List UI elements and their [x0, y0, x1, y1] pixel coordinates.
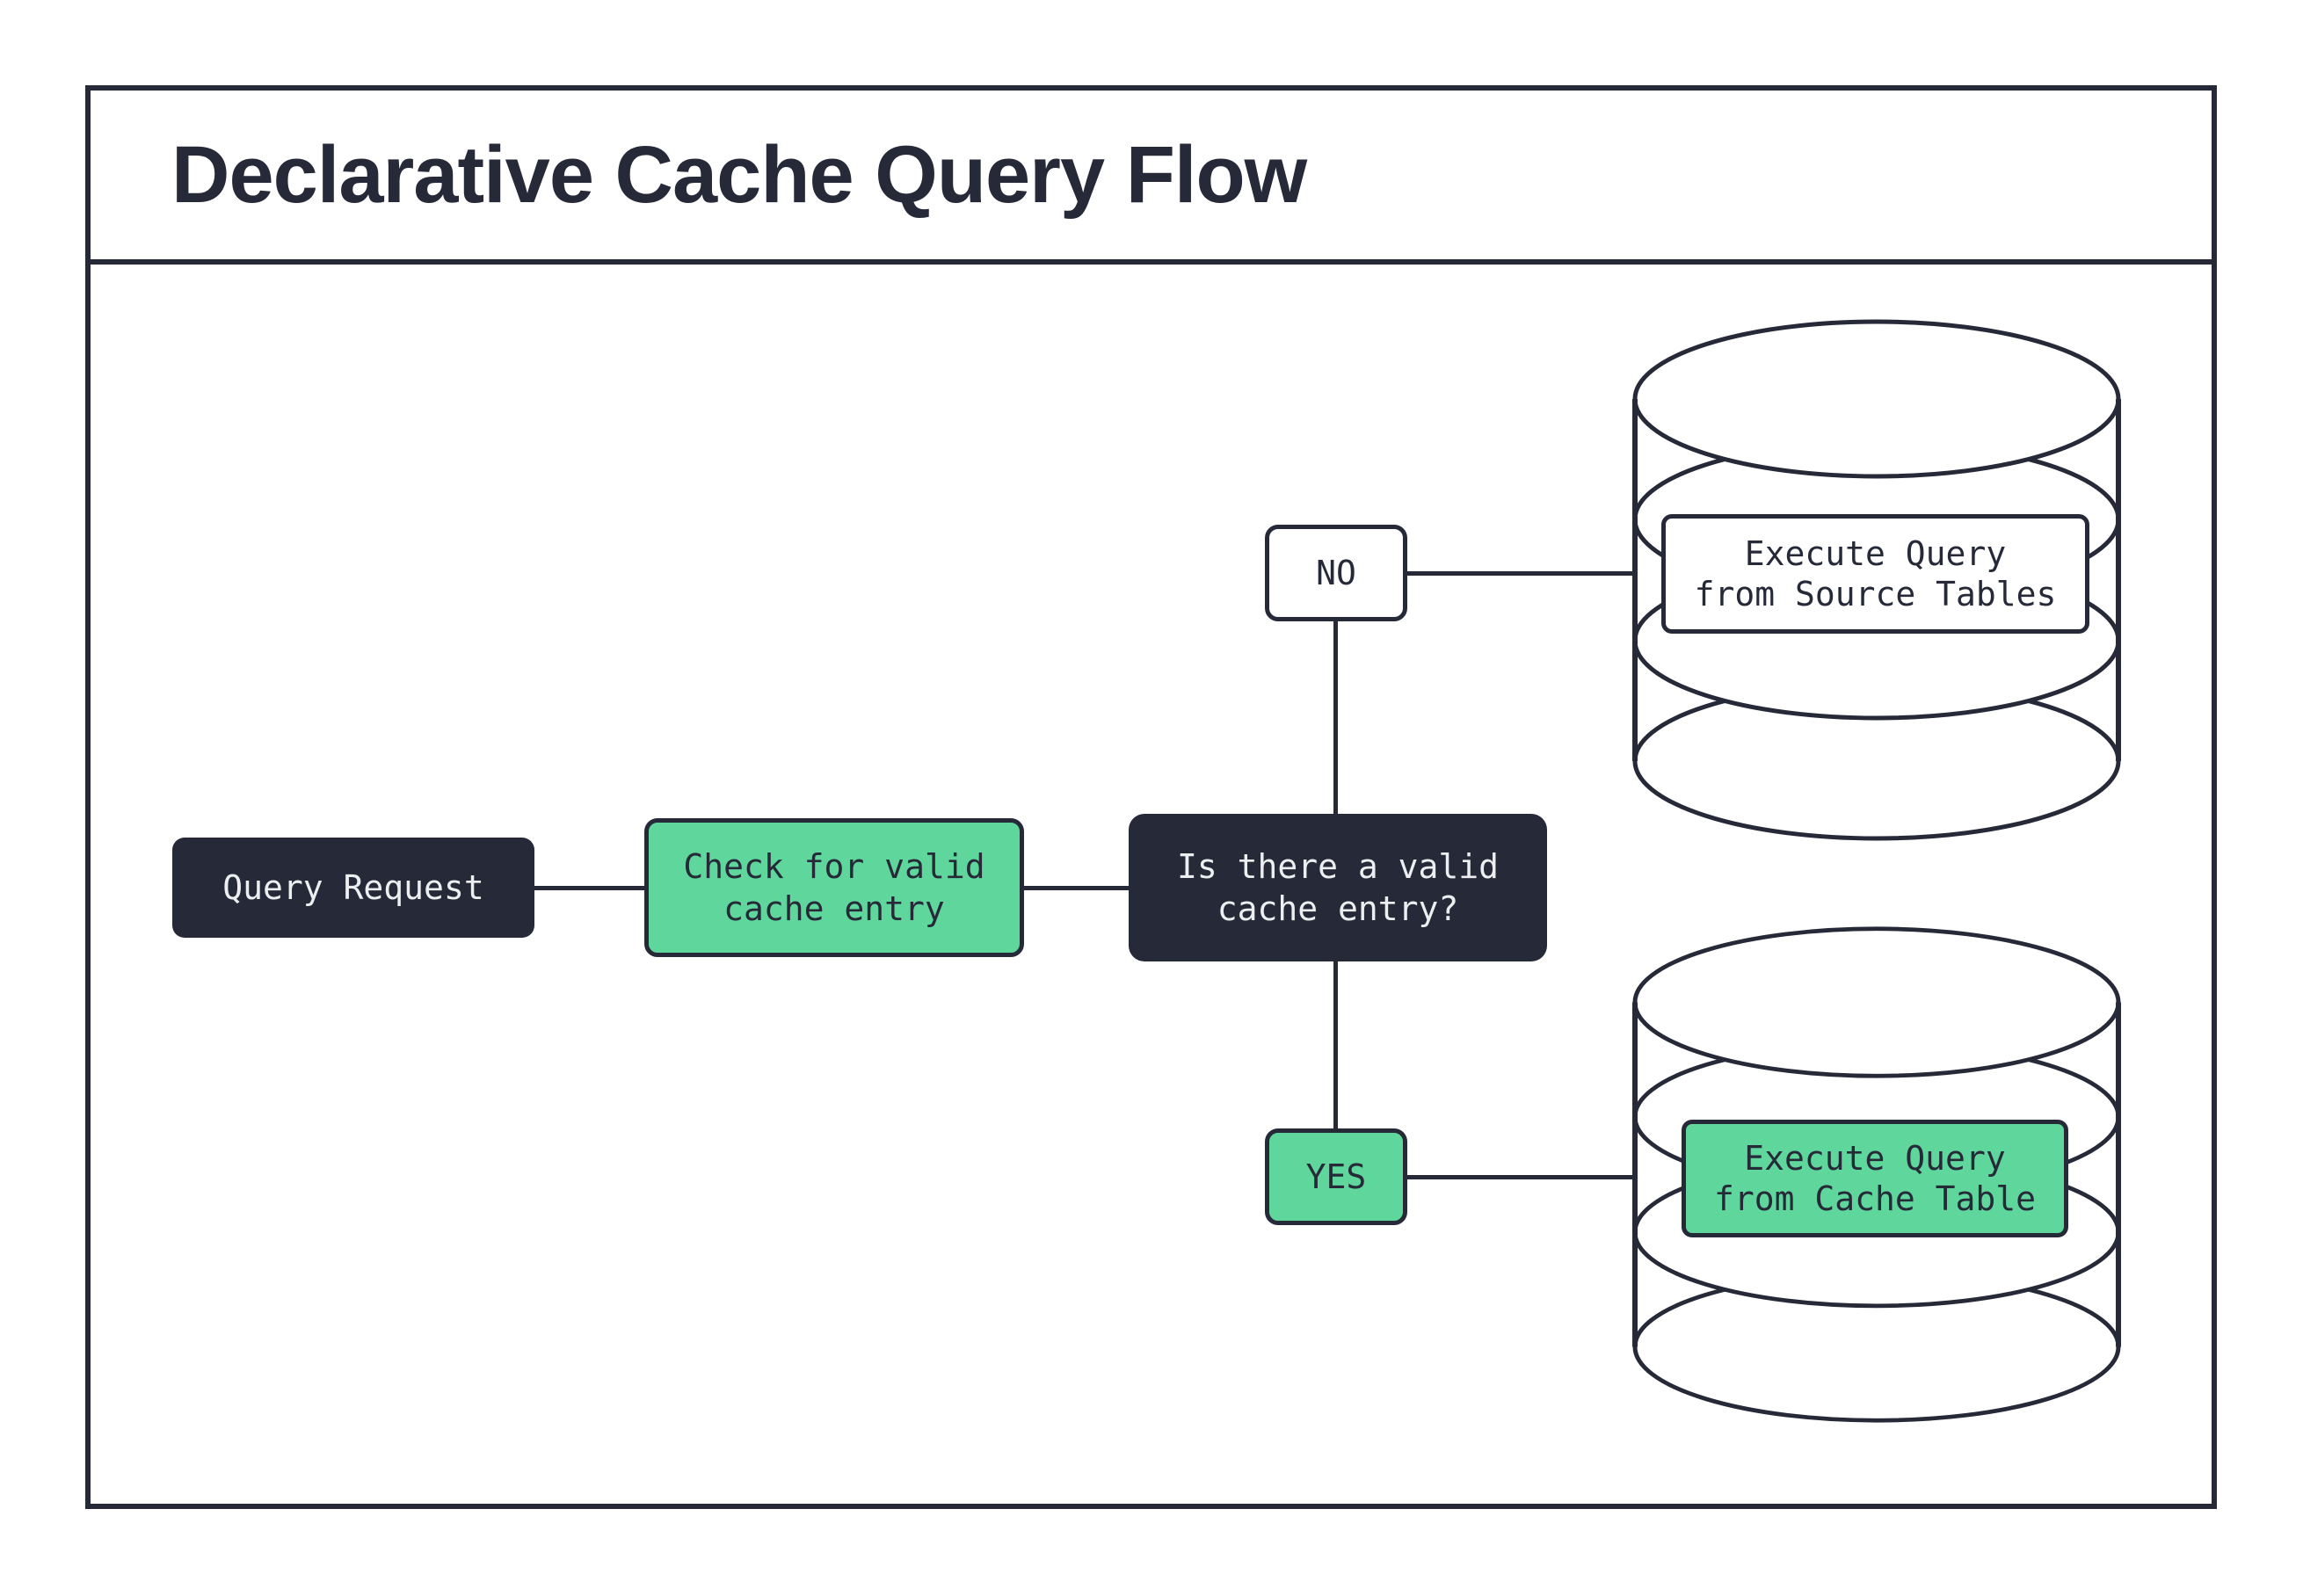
branch-label-yes: YES [1265, 1128, 1407, 1225]
page-title: Declarative Cache Query Flow [171, 129, 1307, 220]
connector-check-to-decision [1024, 886, 1129, 890]
title-bar: Declarative Cache Query Flow [91, 91, 2212, 265]
branch-label-no: NO [1265, 525, 1407, 621]
connector-no-to-source-db [1407, 571, 1636, 576]
node-execute-query-cache: Execute Query from Cache Table [1682, 1120, 2068, 1237]
node-execute-query-source: Execute Query from Source Tables [1661, 514, 2089, 634]
node-decision-valid-cache: Is there a valid cache entry? [1129, 814, 1547, 961]
diagram-frame: Declarative Cache Query Flow [85, 85, 2217, 1509]
connector-yes-to-cache-db [1407, 1175, 1636, 1179]
connector-query-to-check [534, 886, 644, 890]
node-check-cache: Check for valid cache entry [644, 818, 1024, 957]
node-query-request: Query Request [172, 838, 534, 938]
